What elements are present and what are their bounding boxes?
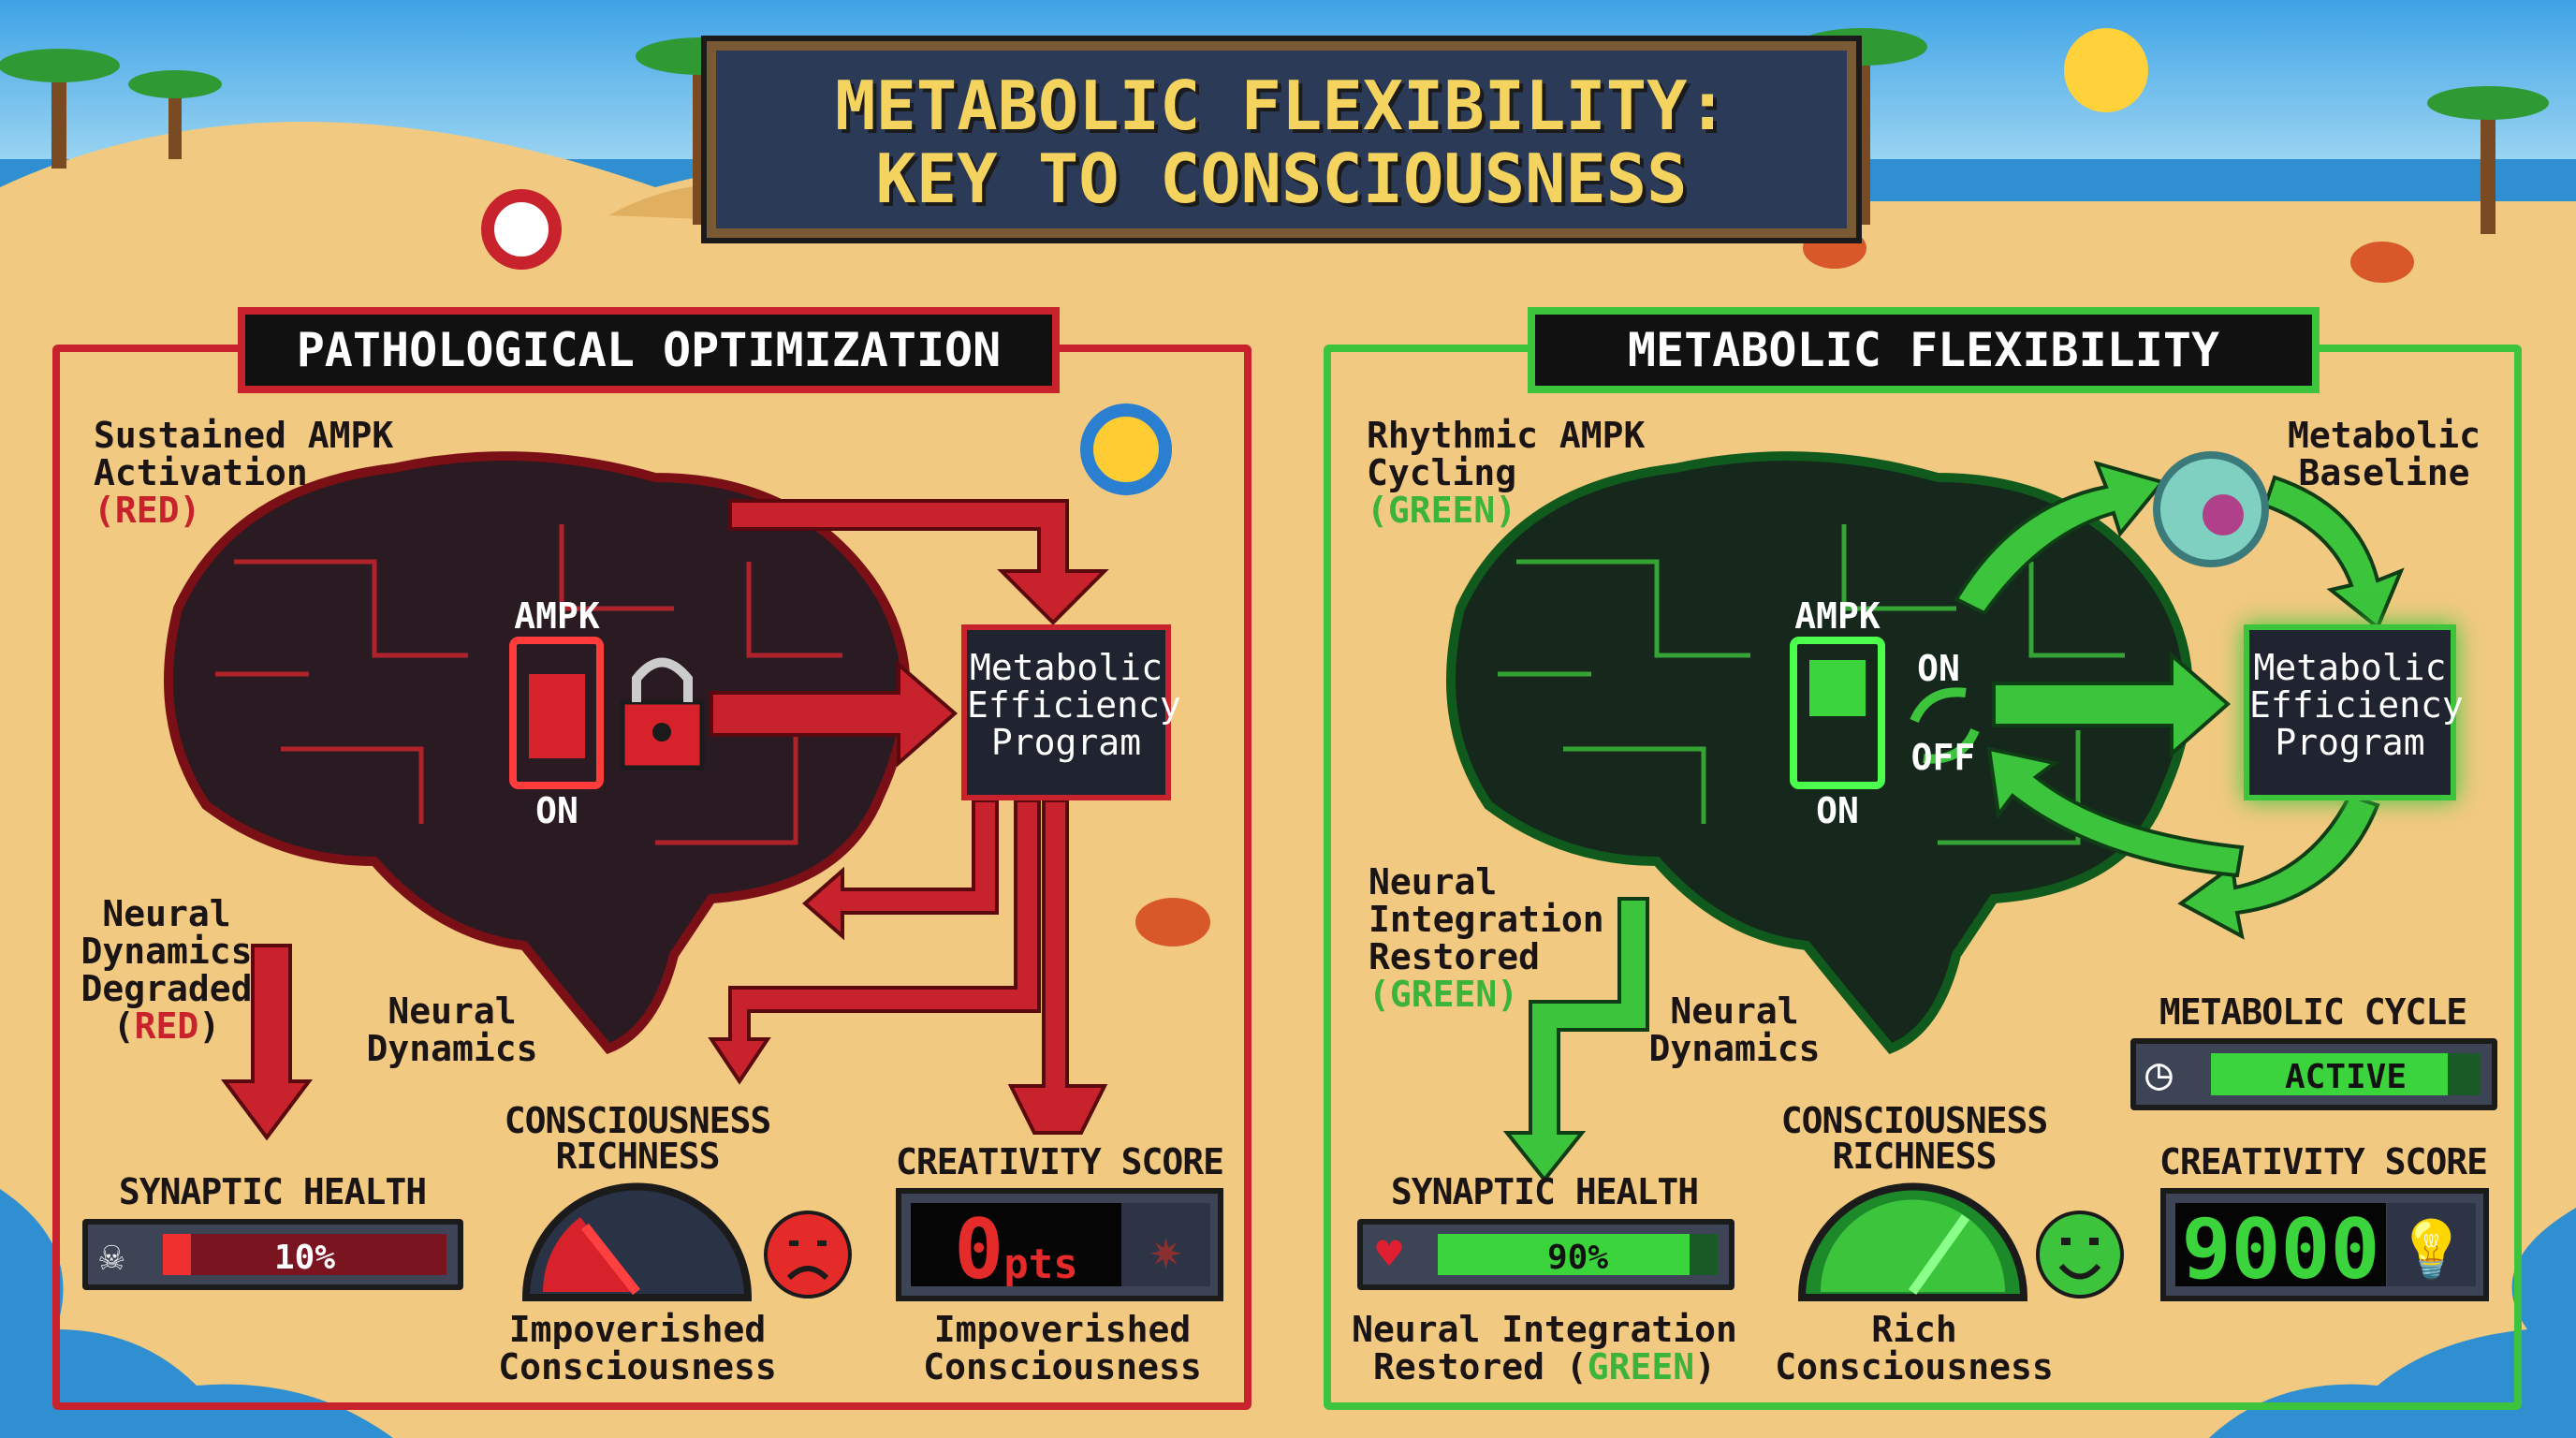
synaptic-caption: Neural Integration Restored (GREEN) [1352, 1309, 1737, 1387]
creativity-score-value: 0 [954, 1201, 1004, 1298]
synaptic-health-label: SYNAPTIC HEALTH [118, 1171, 427, 1212]
ampk-switch-title: AMPK [514, 595, 600, 637]
cycle-arrow-return [2177, 793, 2380, 940]
wave-left [0, 1189, 393, 1438]
metabolic-baseline-cell-icon [2153, 451, 2269, 567]
title-line-1: METABOLIC FLEXIBILITY: [835, 66, 1728, 145]
ampk-switch-red [509, 637, 604, 789]
wave-right [2209, 1208, 2576, 1438]
padlock-icon [620, 657, 705, 770]
happy-face-icon [2036, 1211, 2124, 1299]
green-arrows [1502, 460, 2405, 1183]
heart-icon: ♥ [1376, 1228, 1402, 1279]
synaptic-health-value: 90% [1546, 1239, 1609, 1277]
cycle-off-label: OFF [1910, 737, 1976, 778]
metabolic-cycle-value: ACTIVE [2284, 1058, 2408, 1096]
creativity-score-display: 9000 💡 [2160, 1188, 2489, 1301]
lightbulb-icon: 💡 [2387, 1203, 2476, 1286]
ampk-switch-green [1790, 637, 1885, 789]
metabolic-cycle-label: METABOLIC CYCLE [2159, 991, 2467, 1033]
creativity-score-display: 0pts ✷ [896, 1188, 1223, 1301]
synaptic-health-label: SYNAPTIC HEALTH [1390, 1171, 1699, 1212]
ampk-switch-state: ON [1816, 790, 1859, 831]
metabolic-cycle-bar: ◷ ACTIVE [2130, 1038, 2497, 1110]
synaptic-health-fill [163, 1234, 192, 1275]
synaptic-health-value: 10% [273, 1239, 336, 1277]
on-off-cycle-icon [1910, 687, 1980, 764]
circuit-traces-green [1498, 524, 2125, 845]
cycle-arrow-down [2262, 475, 2405, 631]
clock-icon: ◷ [2145, 1048, 2173, 1100]
ampk-switch-title: AMPK [1794, 595, 1881, 637]
gauge-needle [1908, 1214, 1970, 1295]
gauge-red [521, 1182, 753, 1301]
synaptic-health-bar: ♥ 90% [1357, 1219, 1734, 1290]
gauge-green [1797, 1182, 2028, 1301]
synaptic-health-bar: ☠ 10% [82, 1219, 463, 1290]
sun-icon [2064, 28, 2148, 112]
synaptic-health-fill [1438, 1234, 1690, 1275]
red-arrows [221, 499, 1109, 1141]
sad-face-icon [764, 1211, 852, 1299]
beach-ball-icon [1080, 404, 1172, 495]
pathological-header: PATHOLOGICAL OPTIMIZATION [238, 307, 1060, 393]
circuit-traces-red [215, 524, 842, 845]
arrow-to-program [710, 660, 959, 768]
creativity-score-value: 9000 [2181, 1201, 2380, 1298]
beach-ball-icon [481, 189, 562, 270]
broken-lightbulb-icon: ✷ [1121, 1203, 1210, 1286]
palm-tree-icon [0, 28, 2549, 234]
title-banner: METABOLIC FLEXIBILITY:KEY TO CONSCIOUSNE… [707, 41, 1856, 238]
skull-icon: ☠ [99, 1232, 124, 1280]
creativity-score-label: CREATIVITY SCORE [895, 1141, 1224, 1182]
gauge-needle [581, 1223, 640, 1296]
creativity-score-unit: pts [1003, 1240, 1078, 1288]
title-line-2: KEY TO CONSCIOUSNESS [875, 139, 1688, 218]
cycle-on-label: ON [1917, 648, 1960, 689]
crab-icon [1135, 227, 2414, 946]
flexibility-header: METABOLIC FLEXIBILITY [1528, 307, 2320, 393]
creativity-score-label: CREATIVITY SCORE [2159, 1141, 2488, 1182]
ampk-switch-state: ON [535, 790, 578, 831]
